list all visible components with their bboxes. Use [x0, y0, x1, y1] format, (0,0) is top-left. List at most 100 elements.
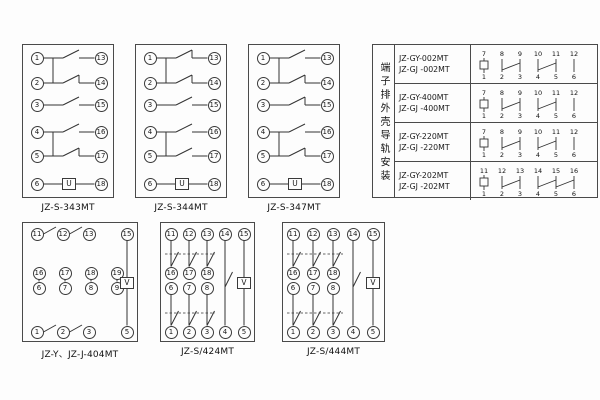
terminal-14: 14: [207, 76, 221, 90]
terminal-number: 8: [500, 89, 504, 97]
model-name-bottom: JZ-GJ -400MT: [399, 104, 450, 113]
terminal-number: 13: [516, 167, 524, 175]
terminal-1: 1: [30, 51, 44, 65]
terminal-number: 3: [518, 73, 522, 81]
terminal-number: 4: [536, 151, 540, 159]
terminal-18: 18: [200, 266, 214, 280]
terminal-number: 3: [518, 112, 522, 120]
terminal-18: 18: [320, 177, 334, 191]
terminal-4: 4: [346, 325, 360, 339]
model-name-bottom: JZ-GJ -220MT: [399, 143, 450, 152]
terminal-number: 5: [554, 73, 558, 81]
model-names: JZ-GY-002MT JZ-GJ -002MT: [395, 45, 471, 83]
terminal-1: 1: [30, 325, 44, 339]
terminal-3: 3: [30, 98, 44, 112]
terminal-12: 12: [56, 227, 70, 241]
panel-caption: JZ-S-347MT: [267, 203, 321, 213]
table-vertical-header: 端子排外壳导轨安装: [373, 45, 395, 197]
terminal-number: 5: [554, 112, 558, 120]
terminal-2: 2: [30, 76, 44, 90]
terminal-17: 17: [207, 149, 221, 163]
mounting-table: 端子排外壳导轨安装 JZ-GY-002MT JZ-GJ -002MT 7 8 9 10…: [372, 44, 598, 200]
terminal-3: 3: [143, 98, 157, 112]
terminal-15: 15: [320, 98, 334, 112]
terminal-13: 13: [94, 51, 108, 65]
terminal-6: 6: [256, 177, 270, 191]
terminal-7: 7: [306, 281, 320, 295]
terminal-4: 4: [256, 125, 270, 139]
terminal-2: 2: [306, 325, 320, 339]
terminal-15: 15: [207, 98, 221, 112]
terminal-number: 6: [572, 112, 576, 120]
terminal-number: 4: [536, 73, 540, 81]
coil-box-V: V: [366, 277, 380, 289]
model-name-top: JZ-GY-220MT: [399, 132, 449, 141]
terminal-1: 1: [164, 325, 178, 339]
terminal-number: 11: [480, 167, 488, 175]
terminal-5: 5: [237, 325, 251, 339]
terminal-6: 6: [32, 281, 46, 295]
terminal-5: 5: [366, 325, 380, 339]
terminal-14: 14: [320, 76, 334, 90]
terminal-2: 2: [182, 325, 196, 339]
terminal-number: 5: [554, 190, 558, 198]
terminal-2: 2: [256, 76, 270, 90]
terminal-number: 11: [552, 128, 560, 136]
terminal-18: 18: [94, 177, 108, 191]
terminal-number: 2: [500, 73, 504, 81]
terminal-7: 7: [58, 281, 72, 295]
terminal-19: 19: [110, 266, 124, 280]
panel-caption: JZ-Y、JZ-J-404MT: [41, 350, 119, 360]
terminal-16: 16: [164, 266, 178, 280]
terminal-number: 4: [536, 190, 540, 198]
terminal-14: 14: [218, 227, 232, 241]
terminal-number: 2: [500, 112, 504, 120]
terminal-number: 1: [482, 112, 486, 120]
terminal-16: 16: [94, 125, 108, 139]
terminal-11: 11: [286, 227, 300, 241]
model-name-bottom: JZ-GJ -002MT: [399, 65, 450, 74]
terminal-number: 12: [570, 89, 578, 97]
terminal-4: 4: [30, 125, 44, 139]
terminal-5: 5: [120, 325, 134, 339]
wiring-diagram: [269, 49, 321, 185]
coil-box-U: U: [288, 178, 302, 190]
terminal-number: 10: [534, 89, 542, 97]
terminal-17: 17: [94, 149, 108, 163]
terminal-1: 1: [256, 51, 270, 65]
terminal-5: 5: [30, 149, 44, 163]
terminal-number: 9: [518, 89, 522, 97]
terminal-12: 12: [182, 227, 196, 241]
terminal-number: 5: [554, 151, 558, 159]
terminal-8: 8: [326, 281, 340, 295]
terminal-number: 7: [482, 89, 486, 97]
terminal-number: 1: [482, 73, 486, 81]
terminal-number: 6: [572, 151, 576, 159]
terminal-number: 3: [518, 151, 522, 159]
terminal-3: 3: [82, 325, 96, 339]
terminal-3: 3: [200, 325, 214, 339]
terminal-15: 15: [94, 98, 108, 112]
terminal-16: 16: [286, 266, 300, 280]
terminal-number: 8: [500, 128, 504, 136]
terminal-3: 3: [256, 98, 270, 112]
terminal-number: 2: [500, 151, 504, 159]
terminal-17: 17: [58, 266, 72, 280]
terminal-13: 13: [326, 227, 340, 241]
terminal-6: 6: [286, 281, 300, 295]
terminal-17: 17: [182, 266, 196, 280]
terminal-number: 12: [570, 50, 578, 58]
